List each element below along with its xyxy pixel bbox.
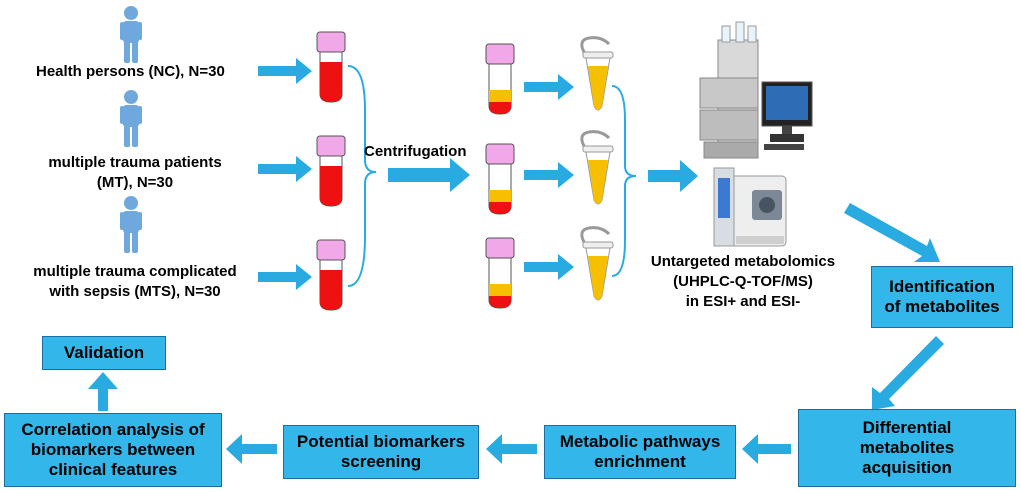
step-pathways: Metabolic pathways enrichment	[544, 425, 736, 479]
arrow-to-eppendorf-3	[524, 254, 574, 280]
person-icon-nc	[120, 6, 142, 63]
group-label-mts-line2: with sepsis (MTS), N=30	[49, 283, 221, 300]
group-label-mt-line1: multiple trauma patients	[48, 154, 222, 171]
arrow-mts-to-tube	[258, 264, 312, 290]
arrow-to-identification	[844, 203, 940, 262]
arrow-mt-to-tube	[258, 156, 312, 182]
metabolomics-line2: (UHPLC-Q-TOF/MS)	[673, 273, 813, 290]
blood-tube-mts-icon	[316, 239, 346, 311]
separated-tube-3-icon	[485, 237, 515, 309]
step-screening-text: Potential biomarkers screening	[296, 432, 466, 471]
bracket-left	[347, 65, 377, 287]
arrow-nc-to-tube	[258, 58, 312, 84]
step-screening: Potential biomarkers screening	[283, 425, 479, 479]
blood-tube-nc-icon	[316, 31, 346, 103]
centrifugation-arrow	[388, 158, 470, 192]
eppendorf-tube-2-icon	[580, 130, 615, 206]
arrow-to-screening	[486, 434, 537, 464]
separated-tube-2-icon	[485, 143, 515, 215]
step-differential: Differential metabolites acquisition	[798, 409, 1016, 487]
centrifugation-label: Centrifugation	[364, 143, 467, 160]
group-label-nc: Health persons (NC), N=30	[36, 63, 225, 80]
step-validation: Validation	[42, 336, 166, 370]
group-label-mts-line1: multiple trauma complicated	[33, 263, 237, 280]
metabolomics-line3: in ESI+ and ESI-	[685, 293, 801, 310]
step-identification-text: Identification of metabolites	[884, 277, 1000, 316]
uhplc-instrument-icon	[699, 21, 813, 159]
arrow-to-differential	[872, 336, 944, 410]
arrow-to-eppendorf-2	[524, 162, 574, 188]
bracket-right	[611, 85, 637, 277]
group-label-mt-line2: (MT), N=30	[96, 174, 174, 191]
mass-spectrometer-icon	[713, 167, 787, 247]
step-correlation: Correlation analysis of biomarkers betwe…	[4, 413, 222, 487]
step-correlation-text: Correlation analysis of biomarkers betwe…	[21, 420, 205, 479]
metabolomics-line1: Untargeted metabolomics	[650, 253, 836, 270]
arrow-to-eppendorf-1	[524, 74, 574, 100]
step-pathways-text: Metabolic pathways enrichment	[559, 432, 721, 471]
arrow-to-correlation	[226, 434, 277, 464]
arrow-to-validation	[88, 372, 118, 411]
arrow-to-instruments	[648, 160, 698, 192]
blood-tube-mt-icon	[316, 135, 346, 207]
person-icon-mt	[120, 90, 142, 147]
eppendorf-tube-1-icon	[580, 36, 615, 112]
person-icon-mts	[120, 196, 142, 253]
step-identification: Identification of metabolites	[871, 266, 1013, 328]
step-validation-text: Validation	[63, 343, 145, 362]
separated-tube-1-icon	[485, 43, 515, 115]
step-differential-text: Differential metabolites acquisition	[859, 418, 955, 477]
arrow-to-pathways	[742, 434, 791, 464]
eppendorf-tube-3-icon	[580, 226, 615, 302]
